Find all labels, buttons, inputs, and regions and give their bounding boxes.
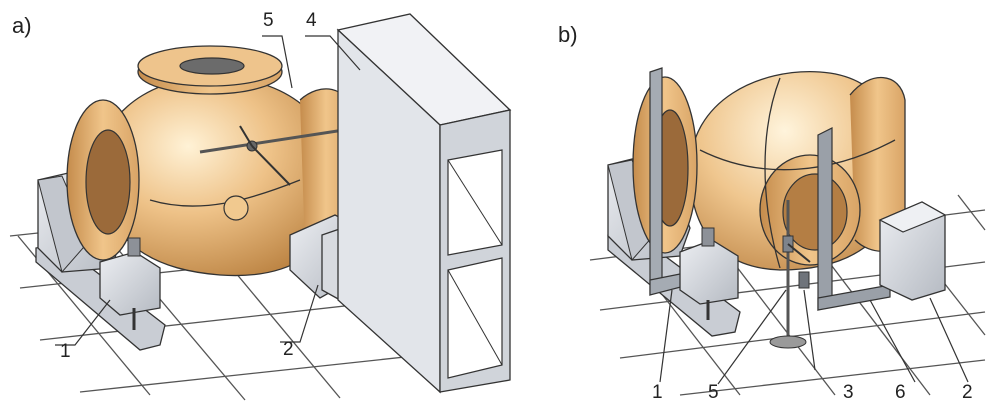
support-2-b: [878, 201, 947, 301]
callout-a-5: 5: [263, 10, 274, 31]
panel-a-label: a): [12, 13, 32, 38]
adjustable-clamp-a: [99, 237, 161, 330]
adjustable-clamp-b: [679, 227, 739, 320]
reference-plate-4: [336, 13, 512, 394]
indicator-stand-5: [769, 200, 811, 349]
callout-b-5: 5: [708, 382, 719, 403]
callouts-b: 1 5 3 6 2: [652, 289, 973, 403]
callout-a-4: 4: [306, 10, 317, 31]
gauge-3: [798, 271, 810, 289]
callout-b-2: 2: [962, 382, 973, 403]
panel-b: b): [558, 22, 986, 403]
panel-a: a): [9, 10, 512, 401]
callout-a-1: 1: [60, 341, 71, 362]
valve-body-b: [632, 71, 906, 271]
callout-b-1: 1: [652, 382, 663, 403]
panel-b-label: b): [558, 22, 578, 47]
callout-b-6: 6: [895, 382, 906, 403]
callouts-a: 1 2 4 5: [55, 10, 361, 362]
valve-body-a: [66, 45, 353, 277]
square-6-b: [817, 127, 891, 311]
callout-a-2: 2: [283, 339, 294, 360]
callout-b-3: 3: [843, 382, 854, 403]
